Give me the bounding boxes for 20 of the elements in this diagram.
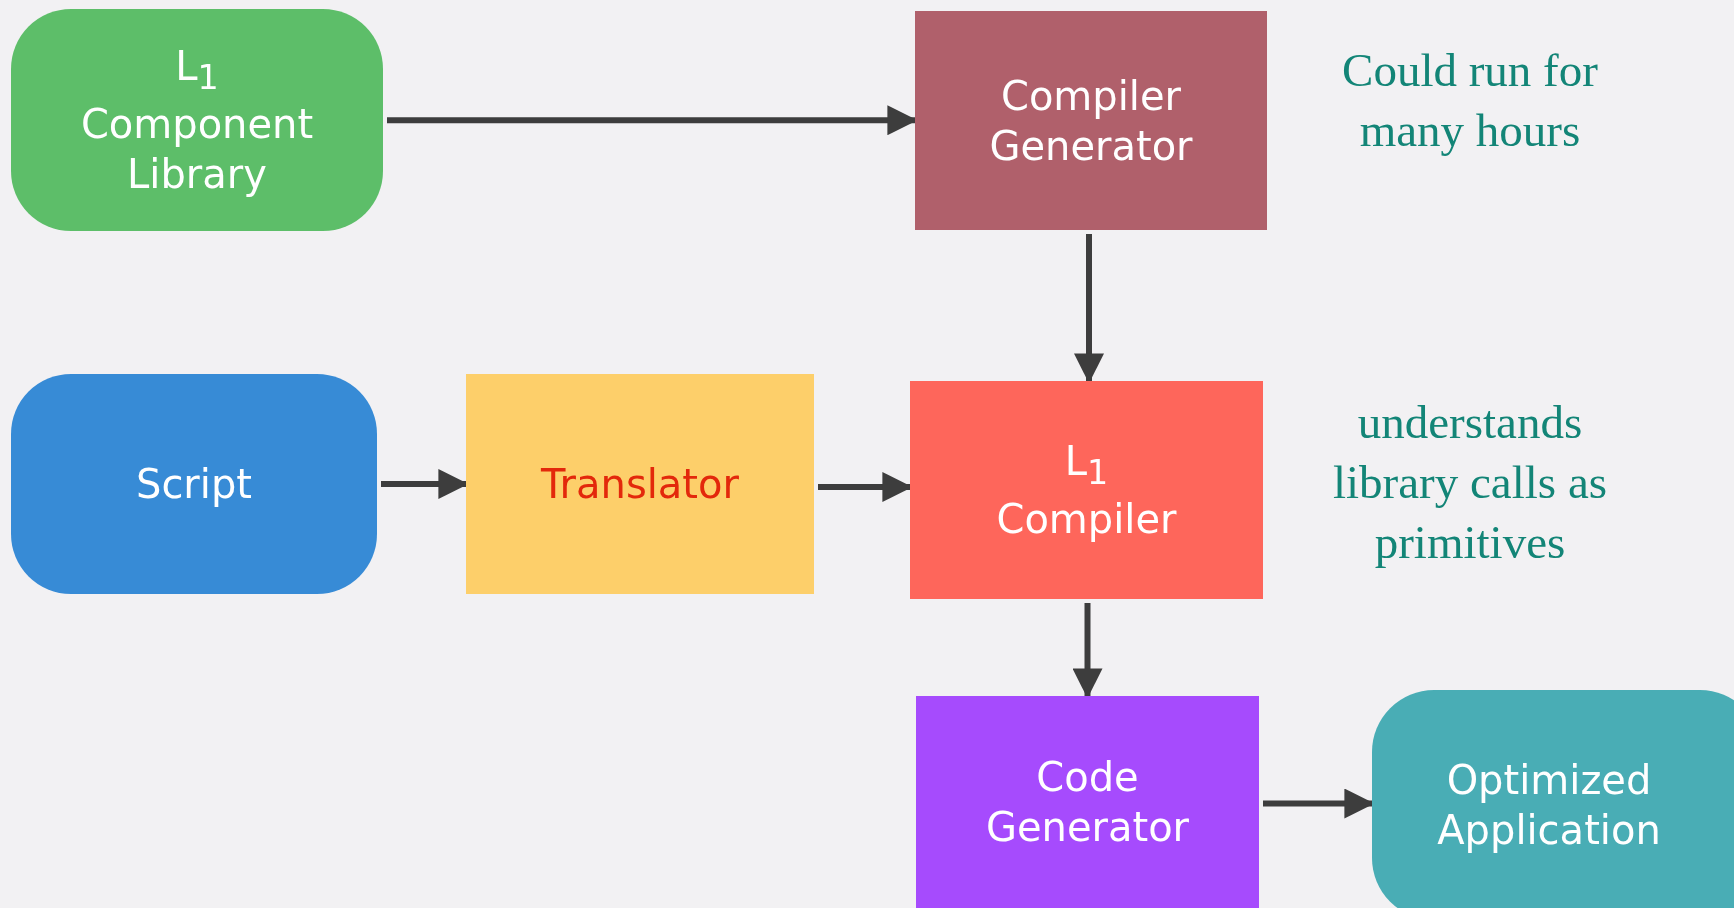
box-label: Compiler [996, 494, 1177, 544]
box-label: Code Generator [984, 753, 1191, 852]
box-label: Translator [541, 460, 739, 509]
box-label: Optimized Application [1436, 756, 1662, 855]
rounded-box [1372, 690, 1734, 908]
box-label: Script [136, 460, 252, 509]
rounded-box [11, 9, 383, 231]
process-box [466, 374, 814, 594]
annotation-note: Could run for many hours [1341, 43, 1599, 159]
arrow [1074, 234, 1104, 384]
box-heading: L$_{1}$ [1064, 437, 1109, 494]
box-label: Component Library [79, 99, 315, 199]
box-label: Compiler Generator [988, 71, 1194, 171]
box-heading: L$_{1}$ [175, 42, 219, 99]
process-box [910, 381, 1263, 599]
process-box [916, 696, 1259, 908]
rounded-box [11, 374, 377, 594]
annotation-note: understands library calls as primitives [1331, 395, 1609, 571]
process-box [915, 11, 1267, 230]
arrow [1072, 603, 1103, 699]
